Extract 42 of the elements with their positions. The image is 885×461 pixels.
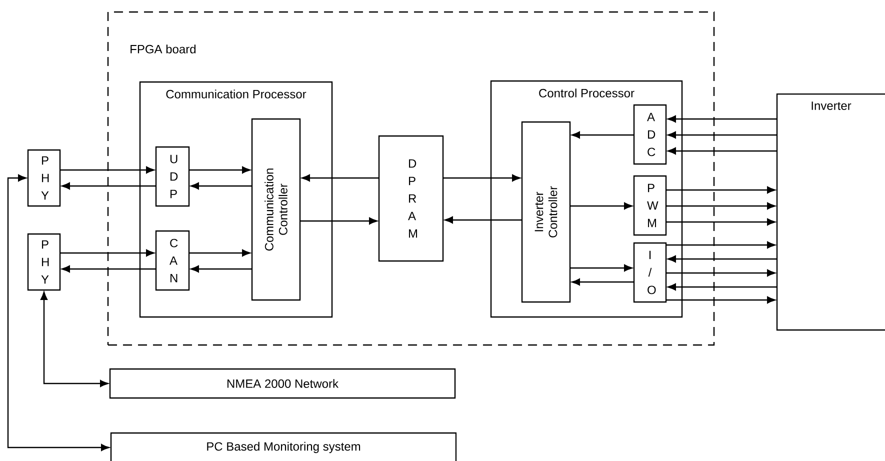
arrow — [666, 241, 776, 249]
arrow — [444, 216, 522, 224]
arrow — [666, 218, 776, 226]
arrow — [666, 202, 776, 210]
arrow — [668, 255, 777, 263]
phy-box: P H Y — [27, 149, 61, 207]
arrow — [443, 174, 520, 182]
protocol-box: C A N — [155, 230, 190, 291]
arrow — [572, 278, 634, 286]
controller-box: Inverter Controller — [521, 121, 571, 303]
arrow — [668, 131, 777, 139]
arrow — [666, 296, 776, 304]
phy-box: P H Y — [27, 233, 61, 291]
controller-box: Communication Controller — [251, 118, 301, 301]
converter-box: P W M — [633, 175, 667, 236]
arrow — [300, 217, 378, 225]
arrow — [189, 249, 250, 257]
arrow — [572, 131, 634, 139]
interface-box: I / O — [633, 242, 667, 303]
monitoring-box: PC Based Monitoring system — [110, 432, 457, 461]
arrow — [60, 166, 154, 174]
arrow — [668, 147, 777, 155]
inverter-box: Inverter — [776, 93, 885, 331]
arrow — [7, 174, 110, 452]
arrow — [189, 166, 250, 174]
arrow — [570, 202, 632, 210]
protocol-box: U D P — [155, 146, 190, 207]
arrow — [666, 269, 776, 277]
arrow — [666, 186, 776, 194]
arrow — [190, 182, 252, 190]
memory-box: D P R A M — [378, 135, 444, 262]
arrow — [668, 115, 777, 123]
arrow — [40, 292, 108, 388]
arrow — [668, 283, 777, 291]
arrow — [62, 182, 156, 190]
network-box: NMEA 2000 Network — [109, 368, 456, 399]
arrow — [62, 265, 156, 273]
arrow — [190, 265, 252, 273]
arrow — [60, 249, 154, 257]
arrow — [570, 264, 632, 272]
arrow — [302, 174, 379, 182]
converter-box: A D C — [633, 104, 667, 165]
